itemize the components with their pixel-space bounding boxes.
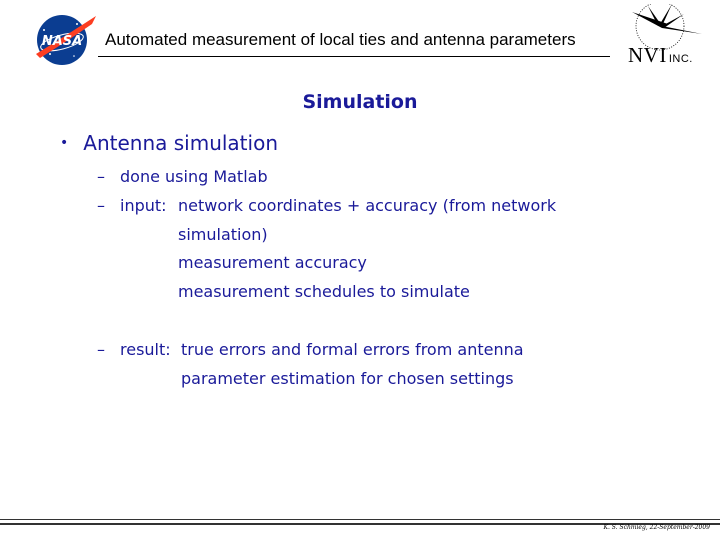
sub-item-line: simulation)	[178, 225, 268, 244]
header-title: Automated measurement of local ties and …	[105, 30, 576, 49]
dash-icon: –	[97, 167, 105, 186]
dash-icon: –	[97, 340, 105, 359]
sub-item-label: input:	[120, 196, 167, 215]
bullet-dot-icon: •	[60, 135, 69, 151]
sub-item-line: network coordinates + accuracy (from net…	[178, 196, 557, 215]
sub-item-line: true errors and formal errors from anten…	[181, 340, 524, 359]
nvi-logo-name: NVI	[628, 43, 667, 67]
sub-item-line: parameter estimation for chosen settings	[181, 369, 514, 388]
dash-icon: –	[97, 196, 105, 215]
main-bullet-text: Antenna simulation	[83, 131, 278, 155]
nvi-logo-suffix: INC.	[668, 53, 693, 65]
sub-item-line: measurement schedules to simulate	[178, 282, 470, 301]
nvi-starburst-icon	[632, 4, 702, 51]
main-bullet: • Antenna simulation	[60, 131, 278, 155]
slide-title: Simulation	[302, 91, 418, 113]
nasa-logo-text: NASA	[42, 34, 82, 49]
sub-item-text: done using Matlab	[120, 167, 268, 186]
footer-author-date: K. S. Schmieg, 22-September-2009	[603, 524, 710, 531]
footer-divider	[0, 523, 720, 525]
header-divider	[98, 56, 610, 57]
footer-divider	[0, 519, 720, 520]
sub-item-line: measurement accuracy	[178, 253, 367, 272]
sub-item-label: result:	[120, 340, 171, 359]
nasa-logo-icon: NASA	[36, 15, 96, 65]
